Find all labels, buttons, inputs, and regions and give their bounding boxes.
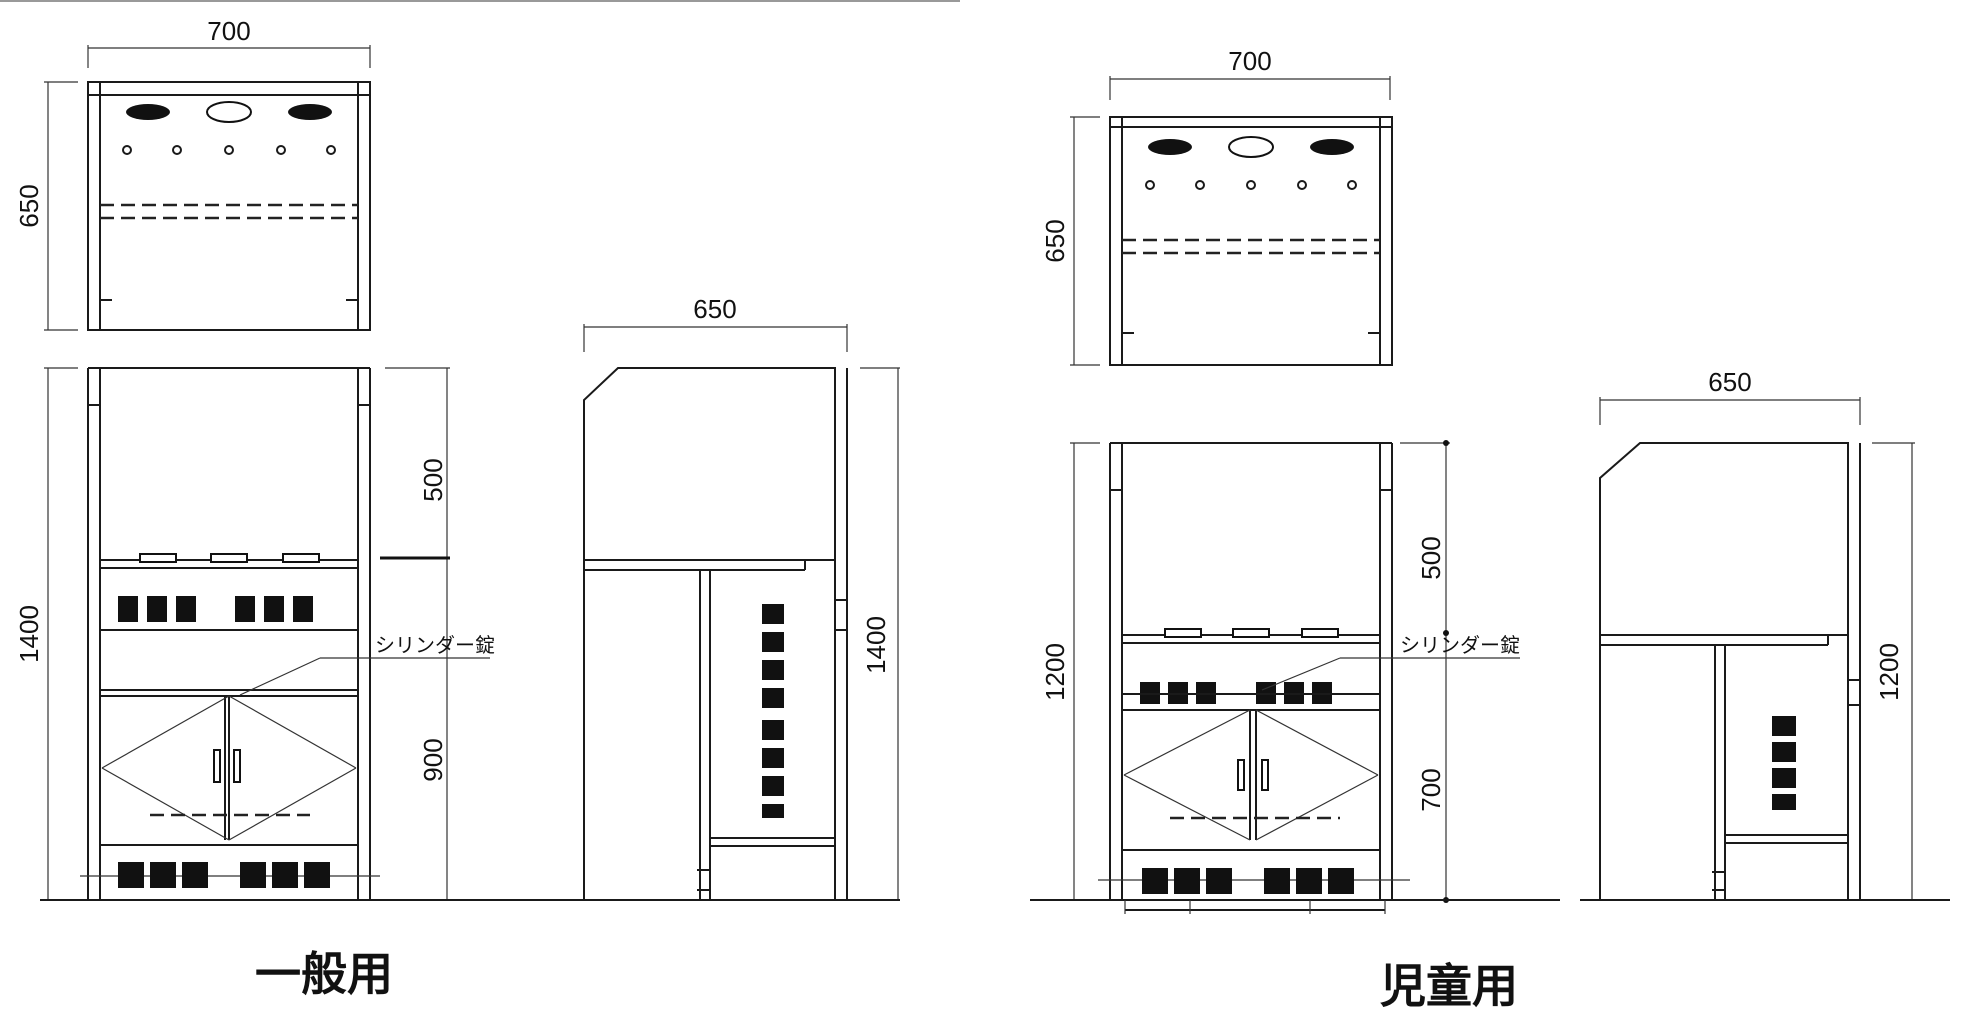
general-top-view: 700 650 [14,16,371,331]
children-top-view: 700 650 [1040,46,1393,366]
general-caption: 一般用 [255,947,393,1001]
children-side-width-label: 650 [1708,367,1751,397]
general-front-height-label: 1400 [14,605,44,663]
children-top-width-label: 700 [1228,46,1271,76]
children-lower-height-label: 700 [1416,768,1446,811]
children-side-height-label: 1200 [1874,643,1904,701]
children-caption: 児童用 [1380,959,1518,1013]
children-side-view: 650 1200 [1580,367,1950,901]
general-front-view: 1400 500 900 [14,367,495,901]
children-lock-note: シリンダー錠 [1400,633,1520,657]
general-top-depth-label: 650 [14,184,44,227]
children-front-height-label: 1200 [1040,643,1070,701]
general-top-width-label: 700 [207,16,250,46]
general-lower-height-label: 900 [418,738,448,781]
general-side-view: 650 1400 [40,294,900,901]
children-top-depth-label: 650 [1040,219,1070,262]
general-side-height-label: 1400 [861,616,891,674]
children-upper-height-label: 500 [1416,536,1446,579]
general-side-width-label: 650 [693,294,736,324]
general-lock-note: シリンダー錠 [375,633,495,657]
children-front-view: 1200 500 700 [1030,440,1560,914]
general-upper-height-label: 500 [418,458,448,501]
